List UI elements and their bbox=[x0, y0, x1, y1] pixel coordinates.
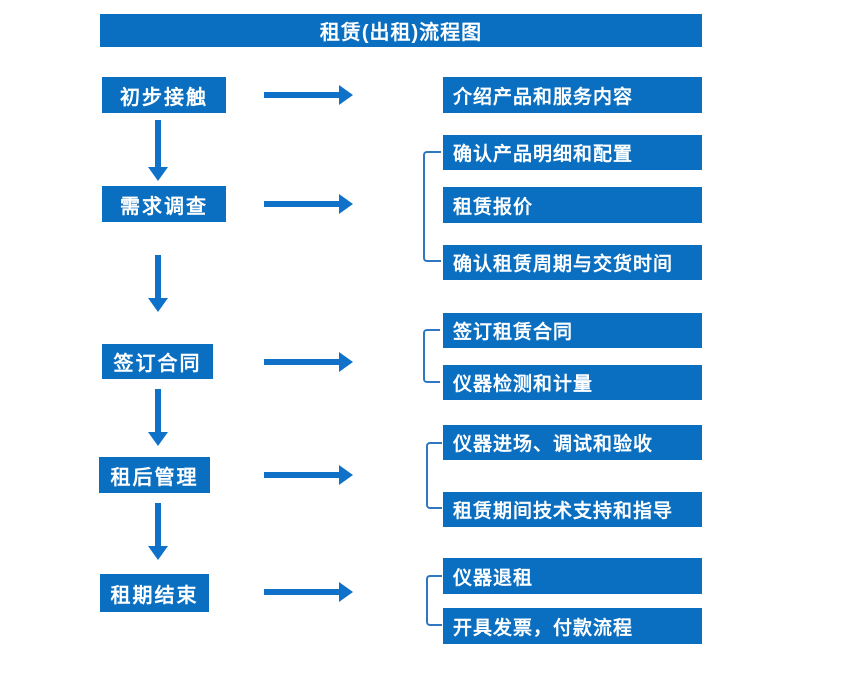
arrow-down-icon bbox=[148, 503, 168, 560]
stage-label: 租后管理 bbox=[110, 466, 199, 489]
arrow-shaft bbox=[155, 255, 161, 299]
arrow-shaft bbox=[264, 92, 340, 98]
arrow-head bbox=[339, 352, 353, 372]
stage-box-post-rental-management: 租后管理 bbox=[99, 457, 210, 493]
arrow-head bbox=[148, 167, 168, 181]
detail-box-invoice-payment: 开具发票，付款流程 bbox=[443, 608, 702, 644]
group-bracket bbox=[426, 575, 442, 626]
arrow-head bbox=[148, 546, 168, 560]
group-bracket bbox=[423, 151, 441, 262]
arrow-shaft bbox=[155, 503, 161, 547]
arrow-shaft bbox=[155, 120, 161, 168]
arrow-head bbox=[339, 194, 353, 214]
arrow-head bbox=[339, 85, 353, 105]
stage-label: 租期结束 bbox=[110, 584, 199, 607]
detail-label: 仪器进场、调试和验收 bbox=[453, 434, 654, 455]
arrow-head bbox=[339, 582, 353, 602]
arrow-shaft bbox=[264, 589, 340, 595]
group-bracket bbox=[423, 329, 440, 383]
stage-box-rental-end: 租期结束 bbox=[100, 574, 209, 612]
detail-box-confirm-product-config: 确认产品明细和配置 bbox=[443, 135, 702, 170]
arrow-shaft bbox=[264, 201, 340, 207]
arrow-right-icon bbox=[264, 465, 353, 485]
stage-label: 需求调查 bbox=[120, 195, 208, 218]
arrow-down-icon bbox=[148, 120, 168, 181]
detail-label: 租赁期间技术支持和指导 bbox=[453, 501, 674, 522]
detail-label: 介绍产品和服务内容 bbox=[453, 86, 634, 108]
arrow-right-icon bbox=[264, 582, 353, 602]
detail-box-confirm-period-delivery: 确认租赁周期与交货时间 bbox=[443, 245, 702, 280]
arrow-head bbox=[148, 298, 168, 312]
title-bar: 租赁(出租)流程图 bbox=[100, 14, 702, 47]
detail-box-rental-quotation: 租赁报价 bbox=[443, 187, 702, 223]
detail-box-sign-rental-contract: 签订租赁合同 bbox=[443, 313, 702, 348]
arrow-head bbox=[148, 432, 168, 446]
detail-box-introduce-products: 介绍产品和服务内容 bbox=[443, 77, 702, 113]
stage-box-sign-contract: 签订合同 bbox=[102, 344, 213, 379]
detail-label: 开具发票，付款流程 bbox=[453, 617, 634, 639]
arrow-right-icon bbox=[264, 352, 353, 372]
detail-box-technical-support: 租赁期间技术支持和指导 bbox=[443, 492, 702, 527]
detail-label: 确认产品明细和配置 bbox=[453, 144, 634, 165]
stage-box-initial-contact: 初步接触 bbox=[102, 77, 226, 113]
arrow-shaft bbox=[264, 359, 340, 365]
detail-box-instrument-return: 仪器退租 bbox=[443, 558, 702, 594]
arrow-right-icon bbox=[264, 85, 353, 105]
stage-box-demand-survey: 需求调查 bbox=[102, 186, 226, 222]
detail-label: 仪器检测和计量 bbox=[453, 374, 594, 395]
arrow-down-icon bbox=[148, 389, 168, 446]
arrow-head bbox=[339, 465, 353, 485]
arrow-shaft bbox=[155, 389, 161, 433]
arrow-shaft bbox=[264, 472, 340, 478]
arrow-right-icon bbox=[264, 194, 353, 214]
stage-label: 初步接触 bbox=[120, 86, 208, 109]
detail-label: 仪器退租 bbox=[453, 567, 534, 589]
detail-label: 确认租赁周期与交货时间 bbox=[453, 254, 674, 275]
detail-label: 租赁报价 bbox=[453, 196, 534, 218]
group-bracket bbox=[426, 442, 442, 509]
page-title: 租赁(出租)流程图 bbox=[319, 22, 483, 44]
detail-label: 签订租赁合同 bbox=[453, 322, 574, 343]
detail-box-instrument-setup-acceptance: 仪器进场、调试和验收 bbox=[443, 425, 702, 460]
stage-label: 签订合同 bbox=[113, 353, 202, 375]
detail-box-instrument-inspection: 仪器检测和计量 bbox=[443, 365, 702, 400]
arrow-down-icon bbox=[148, 255, 168, 312]
